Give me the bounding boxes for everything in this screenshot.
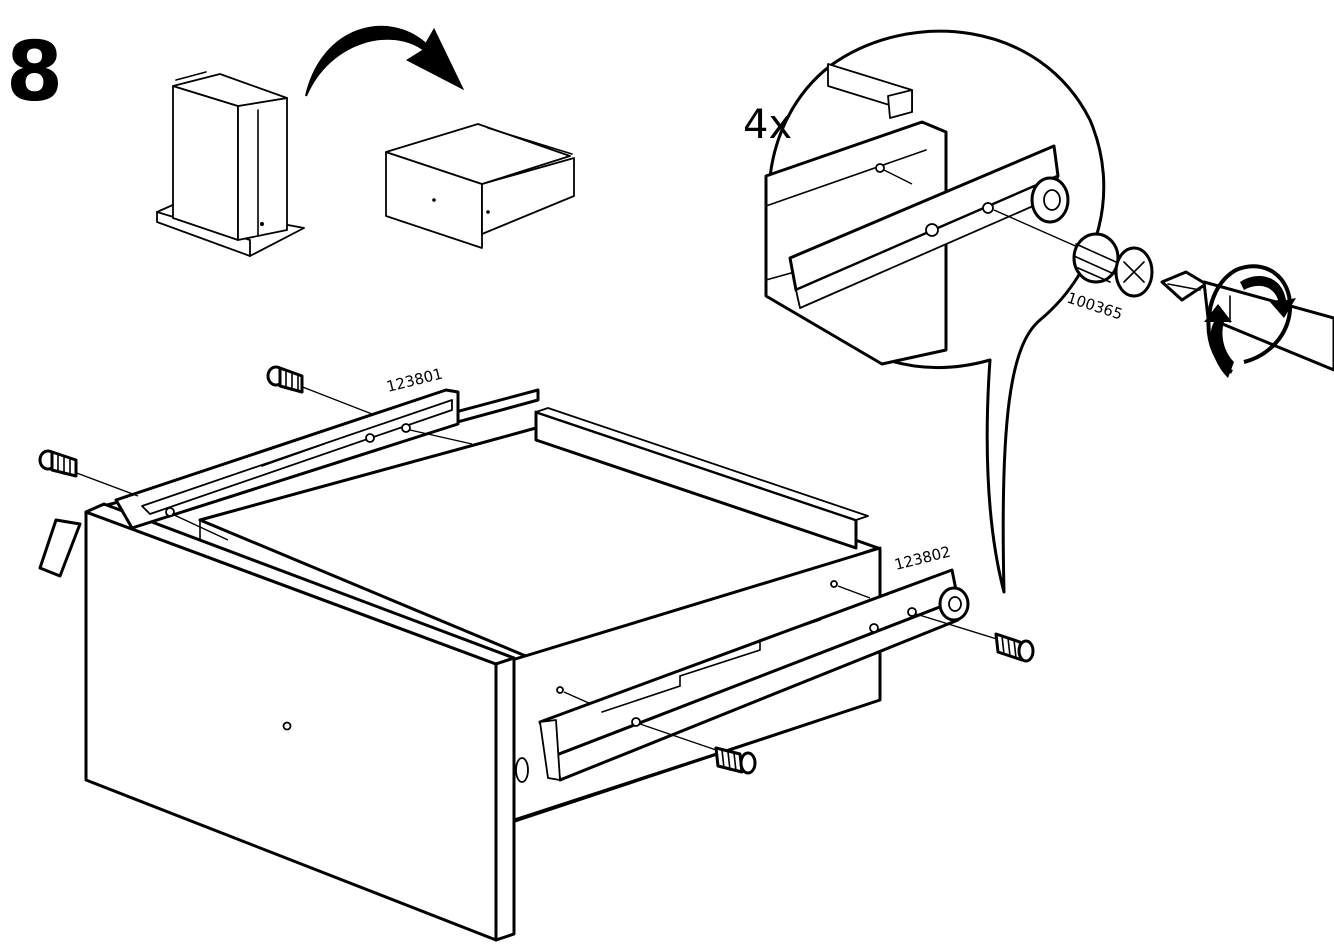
detail-callout: 4x 100365: [743, 29, 1334, 594]
rotate-arrow-icon: [305, 25, 465, 97]
quantity-label: 4x: [743, 102, 792, 148]
step-number: 8: [6, 25, 63, 120]
right-rail-part-number: 123802: [893, 543, 953, 574]
upright-drawer-icon: [156, 71, 305, 257]
right-rail: [538, 568, 1001, 782]
screw-icon: [994, 632, 1035, 663]
screw-icon: [38, 449, 78, 478]
left-rail-part-number: 123801: [385, 365, 445, 396]
screw-icon: [714, 746, 757, 775]
rotation-direction-icon: [1204, 264, 1296, 378]
screw-part-number: 100365: [1065, 289, 1125, 324]
screw-icon: [1072, 232, 1154, 298]
flipped-drawer-icon: [385, 123, 575, 249]
screw-icon: [266, 365, 304, 394]
left-rail: [38, 385, 473, 578]
orientation-hint: [156, 25, 575, 257]
